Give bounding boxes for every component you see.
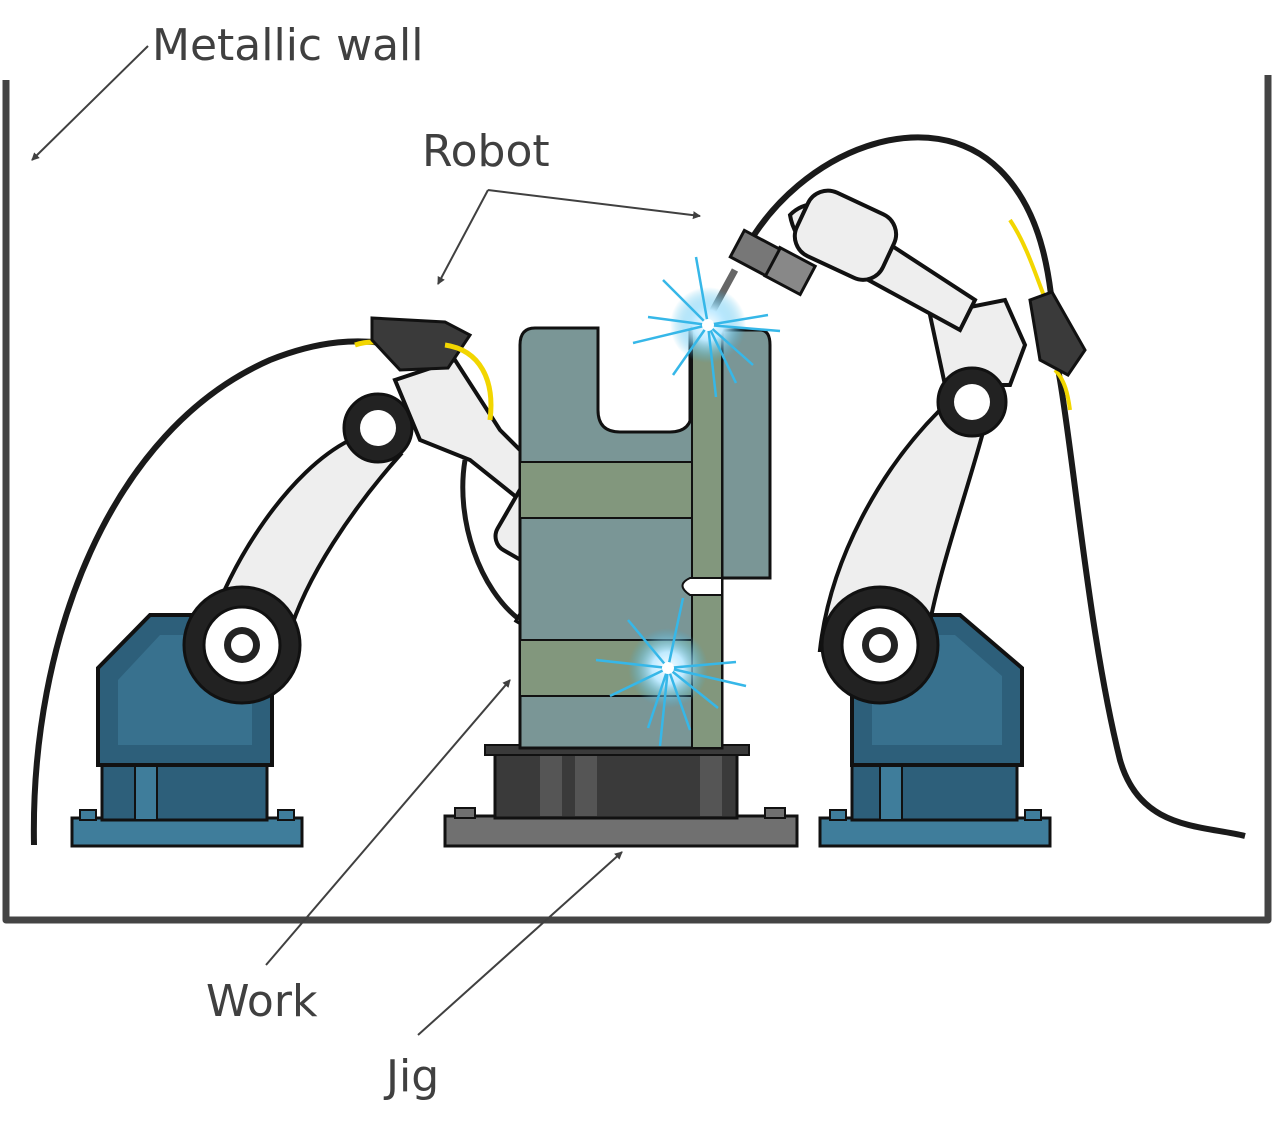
metallic-wall-label: Metallic wall <box>152 20 424 71</box>
right-robot-base-plate <box>818 816 1052 848</box>
work-label: Work <box>206 976 318 1027</box>
right-robot <box>701 134 1246 848</box>
work-leader-line <box>265 679 511 966</box>
jig <box>443 744 799 848</box>
robot-label: Robot <box>422 126 550 177</box>
robot-leader-line-left <box>437 189 489 285</box>
robot-leader-line-right <box>487 189 701 220</box>
jig-base-plate <box>443 814 799 848</box>
jig-leader-line <box>417 851 623 1036</box>
jig-label: Jig <box>386 1051 440 1102</box>
spark-lower <box>595 597 747 747</box>
left-robot-cable <box>30 338 396 846</box>
wall-leader-line <box>31 45 149 161</box>
left-robot <box>30 316 641 848</box>
metallic-wall <box>2 75 1272 924</box>
left-robot-base-plate <box>70 816 304 848</box>
spark-upper <box>632 256 781 398</box>
